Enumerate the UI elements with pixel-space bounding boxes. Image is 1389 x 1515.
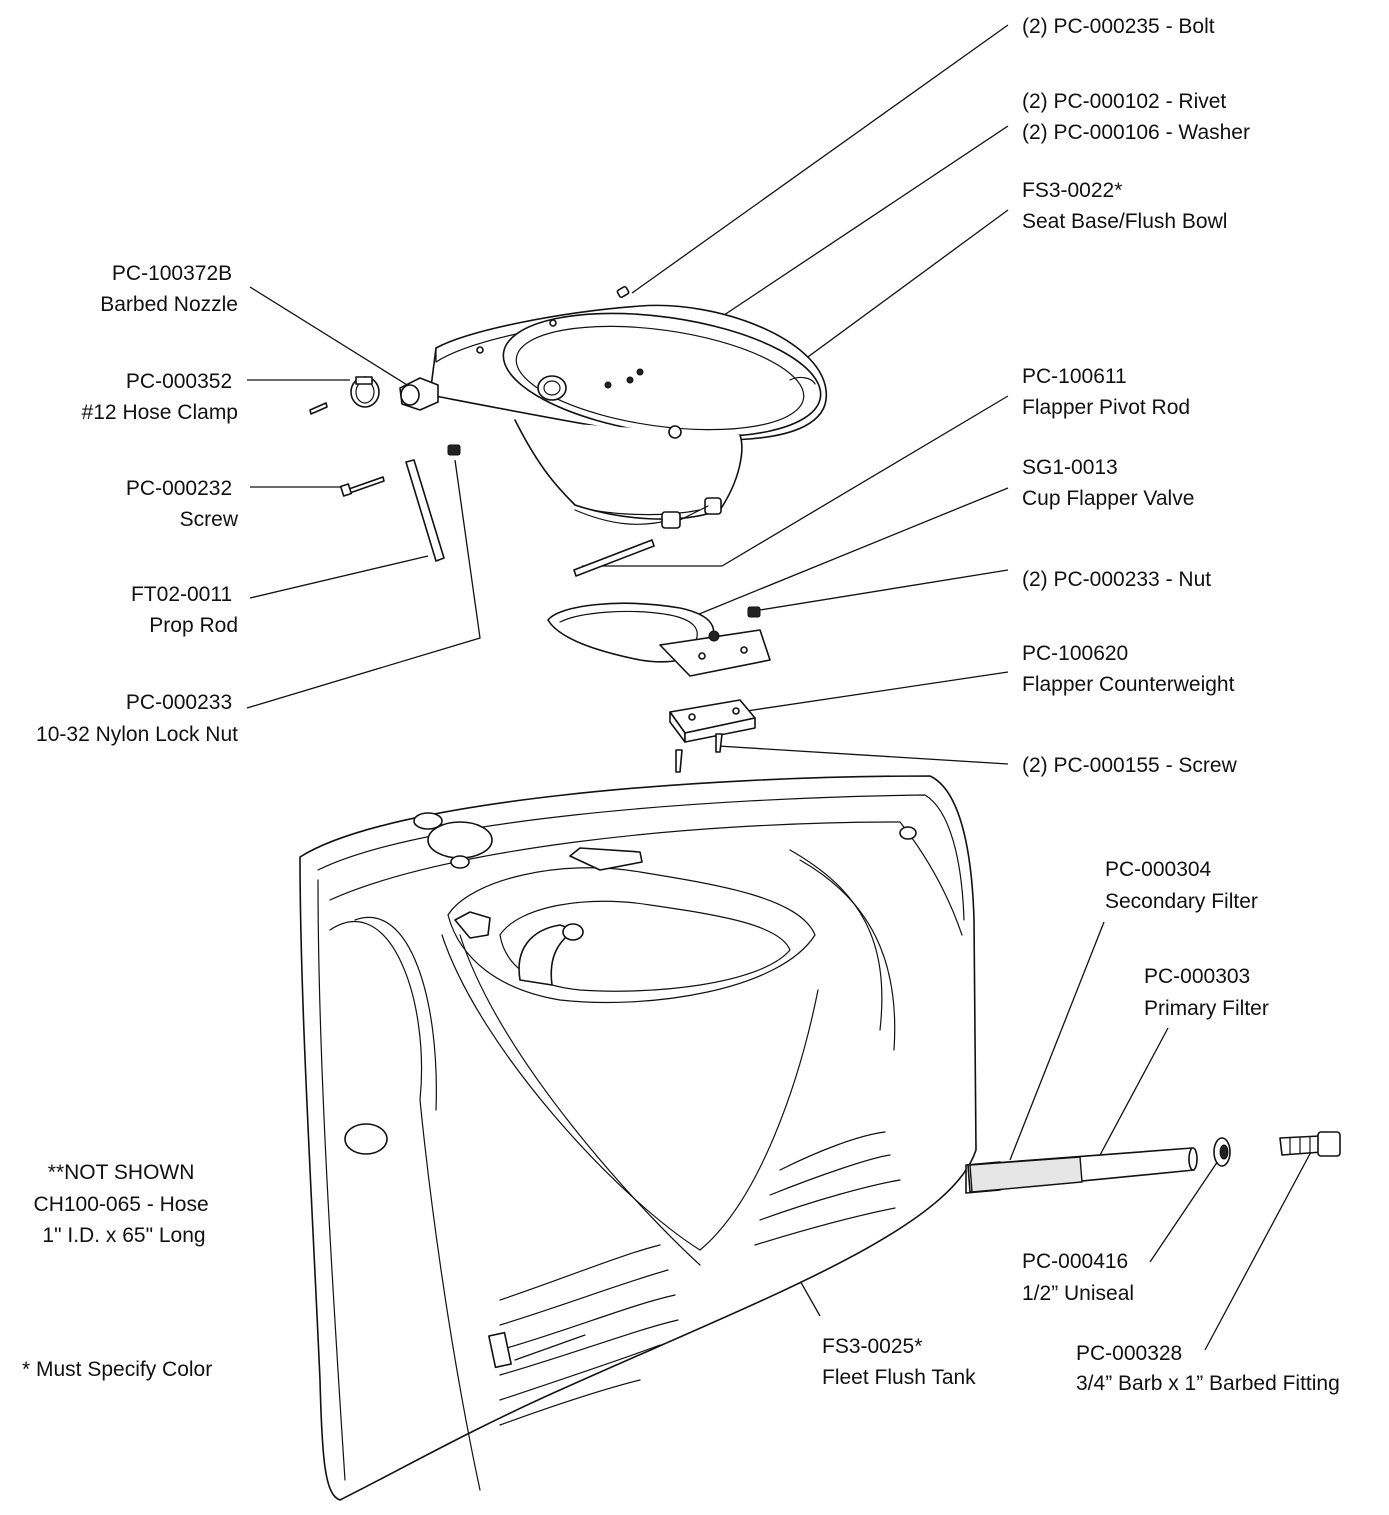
- leader-barbed-nozzle: [249, 286, 413, 389]
- uniseal-part: [1213, 1137, 1231, 1167]
- label-must-specify-color: * Must Specify Color: [22, 1358, 212, 1381]
- label-rivet-washer: (2) PC-000102 - Rivet (2) PC-000106 - Wa…: [1022, 90, 1250, 144]
- leader-screw-155: [717, 745, 1009, 765]
- label-screw: PC-000232 Screw: [126, 477, 239, 531]
- barbed-nozzle-part: [399, 377, 439, 411]
- label-pivot-rod: PC-100611 Flapper Pivot Rod: [1022, 365, 1190, 419]
- prop-rod-part: [405, 459, 445, 562]
- label-prop-rod: FT02-0011 Prop Rod: [131, 583, 238, 637]
- fleet-flush-tank: [299, 775, 1001, 1501]
- screw-155-part: [675, 733, 723, 773]
- nut-part: [747, 606, 761, 618]
- leader-pivot-rod: [582, 395, 1009, 567]
- label-lock-nut: PC-000233 10-32 Nylon Lock Nut: [36, 691, 238, 746]
- label-barbed-nozzle: PC-100372B Barbed Nozzle: [100, 262, 238, 316]
- leader-prop-rod: [249, 555, 429, 599]
- label-bolt: (2) PC-000235 - Bolt: [1022, 15, 1215, 38]
- label-counterweight: PC-100620 Flapper Counterweight: [1022, 642, 1235, 696]
- leader-lock-nut: [246, 459, 481, 709]
- leader-nut: [759, 569, 1009, 611]
- label-screw-155: (2) PC-000155 - Screw: [1022, 754, 1238, 777]
- seat-base-flush-bowl: [429, 304, 828, 529]
- label-barbed-fitting: PC-000328 3/4” Barb x 1” Barbed Fitting: [1076, 1342, 1340, 1395]
- label-not-shown-hose: **NOT SHOWN CH100-065 - Hose 1" I.D. x 6…: [34, 1161, 215, 1247]
- leader-counterweight: [739, 671, 1009, 713]
- filter-hose-part: [967, 1147, 1198, 1193]
- part-labels: (2) PC-000235 - Bolt (2) PC-000102 - Riv…: [22, 15, 1340, 1395]
- leader-cup-flapper: [659, 487, 1009, 631]
- cup-flapper-valve-part: [547, 602, 771, 677]
- bolt-part: [616, 285, 630, 299]
- screw-part: [339, 476, 385, 497]
- label-secondary-filter: PC-000304 Secondary Filter: [1105, 858, 1258, 913]
- lock-nut-part: [447, 444, 461, 456]
- hose-clamp-part: [350, 376, 380, 408]
- label-uniseal: PC-000416 1/2” Uniseal: [1022, 1250, 1134, 1305]
- label-cup-flapper: SG1-0013 Cup Flapper Valve: [1022, 456, 1194, 510]
- label-primary-filter: PC-000303 Primary Filter: [1144, 965, 1269, 1020]
- flapper-pivot-rod-part: [573, 539, 655, 577]
- leader-primary-filter: [1091, 1027, 1169, 1171]
- leader-barbed-fitting: [1204, 1149, 1313, 1351]
- flapper-counterweight-part: [669, 699, 756, 743]
- clamp-screw-part: [309, 402, 328, 415]
- label-flush-tank: FS3-0025* Fleet Flush Tank: [822, 1335, 976, 1389]
- leader-bolt: [631, 24, 1009, 294]
- label-nut: (2) PC-000233 - Nut: [1022, 568, 1211, 591]
- leader-secondary-filter: [1009, 921, 1105, 1161]
- label-hose-clamp: PC-000352 #12 Hose Clamp: [82, 370, 238, 424]
- barbed-fitting-part: [1279, 1131, 1341, 1157]
- leader-uniseal: [1149, 1157, 1221, 1263]
- label-seat-base: FS3-0022* Seat Base/Flush Bowl: [1022, 179, 1227, 233]
